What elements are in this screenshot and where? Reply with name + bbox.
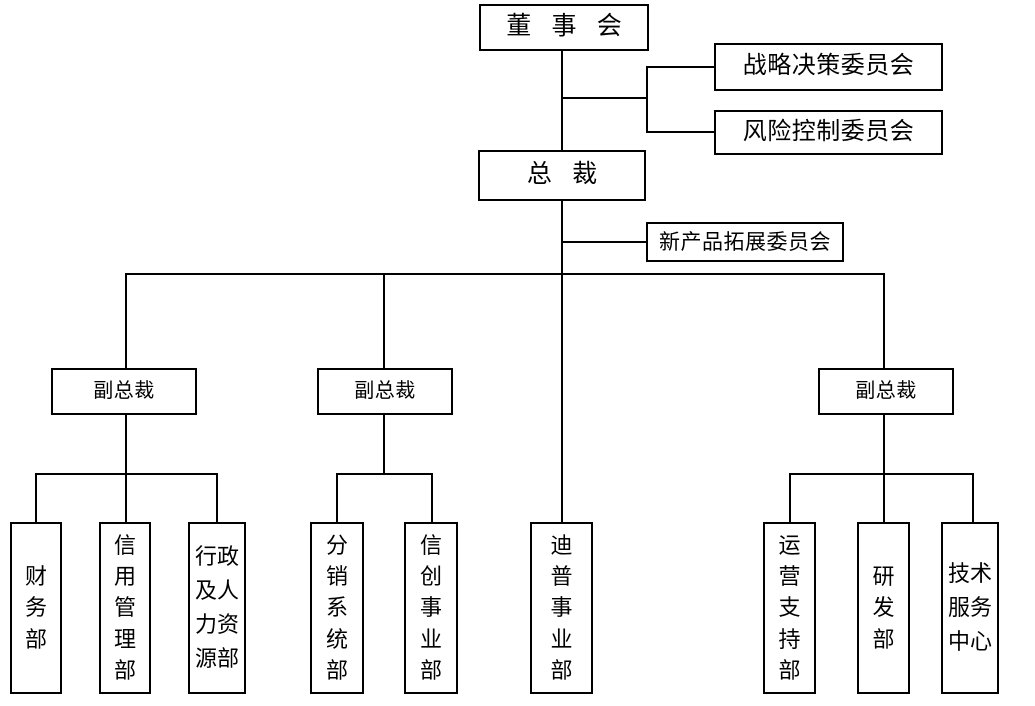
node-strategy-committee[interactable]: 战略决策委员会 [714, 43, 943, 91]
node-dept-operations-support[interactable]: 运 营 支 持 部 [763, 522, 816, 694]
connector-vp2-drop [383, 415, 385, 474]
connector-vp3-subtrunk [789, 473, 973, 475]
connector-board-committee-stub [561, 97, 648, 99]
node-vice-president-1[interactable]: 副总裁 [51, 368, 197, 415]
node-strategy-committee-label: 战略决策委员会 [742, 53, 915, 80]
node-dept-admin-hr-label: 行政 及人 力资 源部 [194, 543, 239, 672]
connector-to-risk-committee [646, 131, 716, 133]
node-dept-research-development-label: 研 发 部 [872, 564, 895, 652]
connector-committee-bracket [646, 66, 648, 132]
node-dept-technical-service-center[interactable]: 技术 服务 中心 [941, 522, 999, 694]
connector-vp1-drop [125, 415, 127, 474]
node-dept-research-development[interactable]: 研 发 部 [857, 522, 910, 694]
node-dept-credit-management[interactable]: 信 用 管 理 部 [99, 522, 151, 694]
connector-vp3-to-operations [789, 473, 791, 523]
node-dept-credit-management-label: 信 用 管 理 部 [113, 532, 136, 683]
connector-trunk-to-vp3 [883, 273, 885, 368]
connector-to-strategy-committee [646, 66, 716, 68]
node-risk-committee[interactable]: 风险控制委员会 [714, 110, 943, 155]
connector-vp3-to-rnd [883, 473, 885, 523]
node-vice-president-2[interactable]: 副总裁 [317, 368, 453, 415]
node-vice-president-1-label: 副总裁 [93, 380, 155, 402]
node-board-of-directors-label: 董 事 会 [506, 13, 629, 41]
node-dept-dptech-business[interactable]: 迪 普 事 业 部 [530, 522, 593, 694]
connector-vp2-to-xinchuang [431, 473, 433, 523]
node-dept-distribution-system[interactable]: 分 销 系 统 部 [310, 522, 364, 694]
connector-vp1-to-hr [216, 473, 218, 523]
connector-trunk-to-vp2 [383, 273, 385, 368]
node-dept-dptech-business-label: 迪 普 事 业 部 [550, 532, 573, 683]
node-vice-president-3[interactable]: 副总裁 [818, 368, 954, 415]
connector-to-product-committee [561, 241, 647, 243]
connector-board-to-president [561, 50, 563, 150]
node-dept-technical-service-center-label: 技术 服务 中心 [947, 560, 992, 655]
connector-vp3-drop [883, 415, 885, 474]
node-dept-xinchuang-business[interactable]: 信 创 事 业 部 [404, 522, 458, 694]
connector-vp2-subtrunk [336, 473, 432, 475]
node-vice-president-2-label: 副总裁 [354, 380, 416, 402]
node-dept-admin-hr[interactable]: 行政 及人 力资 源部 [188, 522, 246, 694]
connector-vp1-to-credit [125, 473, 127, 523]
connector-main-trunk [125, 273, 885, 275]
node-dept-xinchuang-business-label: 信 创 事 业 部 [419, 532, 442, 683]
node-dept-finance[interactable]: 财 务 部 [10, 522, 62, 694]
node-president-label: 总 裁 [526, 161, 605, 189]
node-dept-operations-support-label: 运 营 支 持 部 [778, 532, 801, 683]
connector-vp3-to-techservice [972, 473, 974, 523]
node-vice-president-3-label: 副总裁 [855, 380, 917, 402]
node-president[interactable]: 总 裁 [478, 150, 646, 201]
connector-vp1-to-finance [35, 473, 37, 523]
connector-trunk-to-vp1 [125, 273, 127, 368]
node-risk-committee-label: 风险控制委员会 [742, 118, 915, 145]
connector-vp2-to-distribution [336, 473, 338, 523]
node-new-product-committee[interactable]: 新产品拓展委员会 [646, 222, 844, 262]
node-new-product-committee-label: 新产品拓展委员会 [659, 229, 831, 254]
node-board-of-directors[interactable]: 董 事 会 [479, 4, 649, 51]
node-dept-finance-label: 财 务 部 [24, 564, 47, 652]
connector-president-spine [561, 200, 563, 530]
node-dept-distribution-system-label: 分 销 系 统 部 [325, 532, 348, 683]
